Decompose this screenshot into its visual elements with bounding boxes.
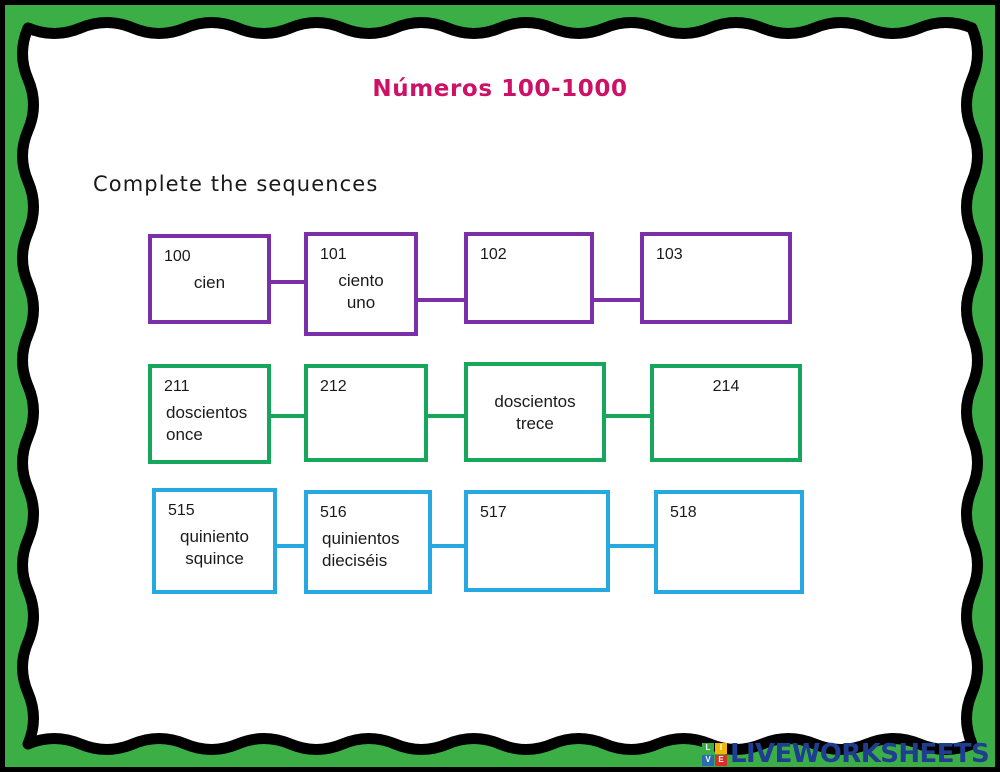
sequence-box-number: 103 (656, 246, 683, 263)
sequence-box[interactable]: 211 doscientos once (148, 364, 271, 464)
sequence-connector (418, 298, 464, 302)
sequence-box-word: quinientos dieciséis (322, 529, 400, 570)
sequence-box[interactable]: 103 (640, 232, 792, 324)
sequence-box-word: doscientos trece (494, 392, 576, 433)
sequence-box-word: cien (193, 273, 226, 292)
sequence-box-number: 517 (480, 504, 507, 521)
logo-tile-l: L (702, 742, 714, 754)
sequence-box[interactable]: doscientos trece (464, 362, 606, 462)
sequence-box-number: 100 (164, 248, 191, 265)
sequence-row-row-200: 211 doscientos once 212 doscientos trece 214 (34, 352, 966, 477)
sequence-connector (432, 544, 464, 548)
sequence-box[interactable]: 518 (654, 490, 804, 594)
sequence-connector (428, 414, 464, 418)
sequence-box-number: 515 (168, 502, 195, 519)
sequence-box[interactable]: 101 ciento uno (304, 232, 418, 336)
sequence-connector (271, 414, 305, 418)
sequence-box-number: 516 (320, 504, 347, 521)
sequence-box-number: 518 (670, 504, 697, 521)
sequence-box-word: ciento uno (338, 271, 384, 312)
sequence-row-row-500: 515 quiniento squince 516 quinientos diecis… (34, 476, 966, 601)
sequence-box-number: 211 (164, 378, 190, 395)
paper-content-area: Números 100-1000 Complete the sequences … (34, 34, 966, 738)
logo-tile-v: V (702, 754, 714, 766)
sequence-box-word: doscientos once (166, 403, 248, 444)
sequence-box-word: quiniento squince (179, 527, 249, 568)
sequence-connector (594, 298, 640, 302)
sequence-box[interactable]: 516 quinientos dieciséis (304, 490, 432, 594)
sequence-box[interactable]: 517 (464, 490, 610, 592)
sequence-box[interactable]: 515 quiniento squince (152, 488, 277, 594)
instruction-text: Complete the sequences (93, 172, 379, 196)
sequence-box[interactable]: 214 (650, 364, 802, 462)
sequence-connector (610, 544, 654, 548)
sequence-box-number: 214 (712, 378, 740, 395)
page-title: Números 100-1000 (372, 76, 628, 102)
sequence-connector (606, 414, 650, 418)
logo-tile-i: I (715, 742, 727, 754)
logo-tile-e: E (715, 754, 727, 766)
sequence-box[interactable]: 212 (304, 364, 428, 462)
logo-wordmark: LIVEWORKSHEETS (730, 739, 990, 769)
sequence-box-number: 101 (320, 246, 347, 263)
sequence-box[interactable]: 102 (464, 232, 594, 324)
sequence-connector (271, 280, 305, 284)
sequence-connector (277, 544, 305, 548)
sequence-box-number: 212 (320, 378, 347, 395)
sequence-box-number: 102 (480, 246, 507, 263)
